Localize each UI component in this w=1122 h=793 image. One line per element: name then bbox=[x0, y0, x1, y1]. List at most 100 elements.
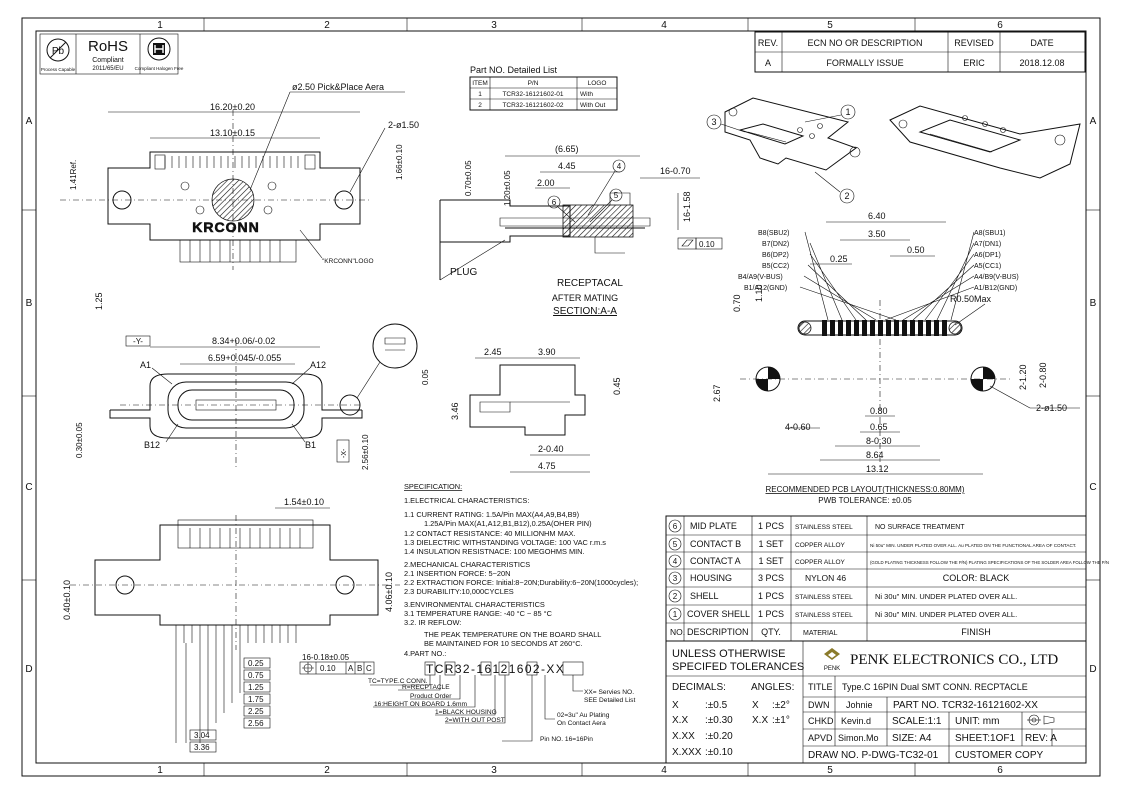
tol-ang-xx-label: X.X bbox=[752, 715, 768, 726]
dim-1-41: 1.41Ref. bbox=[69, 160, 78, 190]
iso-balloon-2: 2 bbox=[844, 191, 849, 201]
col-label-5-bottom: 5 bbox=[827, 765, 833, 776]
pcb-dim-2-1-20: 2-1.20 bbox=[1018, 364, 1028, 390]
bom-row6-material: STAINLESS STEEL bbox=[795, 524, 853, 531]
pcb-left-pin-1: B8(SBU2) bbox=[758, 230, 790, 237]
spec-line-7: 2.MECHANICAL CHARACTERISTICS bbox=[404, 560, 530, 569]
ladder-3-36: 3.36 bbox=[194, 743, 210, 752]
bottom-datum-c: C bbox=[366, 664, 372, 673]
pn-note-6: 2=WITH OUT POST bbox=[445, 717, 505, 724]
bom-header-finish: FINISH bbox=[961, 627, 991, 637]
col-label-2: 2 bbox=[324, 20, 330, 31]
bom-row2-material: STAINLESS STEEL bbox=[795, 594, 853, 601]
tol-xxx-label: X.XX bbox=[672, 731, 695, 742]
tb-draw-no: DRAW NO. P-DWG-TC32-01 bbox=[808, 750, 939, 761]
pl-row2-item: 2 bbox=[478, 102, 482, 109]
spec-line-3: 1.25A/Pin MAX(A1,A12,B1,B12),0.25A(OHER … bbox=[424, 519, 592, 528]
dim-13-10: 13.10±0.15 bbox=[210, 128, 255, 138]
part-list-title: Part NO. Detailed List bbox=[470, 65, 558, 75]
pin-b12: B12 bbox=[144, 440, 160, 450]
bottom-view: 1.54±0.10 0.40±0.10 4.06±0.10 16-0.18±0.… bbox=[62, 497, 400, 753]
bom-row5-no: 5 bbox=[673, 540, 678, 549]
ladder-2-25: 2.25 bbox=[248, 707, 264, 716]
rohs-compliant: Compliant bbox=[92, 57, 124, 64]
rev-header-revised: REVISED bbox=[954, 38, 994, 48]
bom-row4-desc: CONTACT A bbox=[690, 556, 741, 566]
bom-row6-no: 6 bbox=[673, 522, 678, 531]
pcb-dim-0-70: 0.70 bbox=[732, 294, 742, 312]
pcb-radius: R0.50Max bbox=[950, 294, 992, 304]
rev-row-revised: ERIC bbox=[963, 58, 985, 68]
pl-row2-logo: With Out bbox=[580, 102, 605, 109]
tb-sheet: SHEET:1OF1 bbox=[955, 733, 1015, 744]
bom-row1-qty: 1 PCS bbox=[758, 609, 784, 619]
spec-line-15: BE MAINTAINED FOR 10 SECONDS AT 260°C. bbox=[424, 639, 583, 648]
rev-row-rev: A bbox=[765, 58, 771, 68]
compliance-badges: Pb Process Capable RoHS Compliant 2011/6… bbox=[39, 33, 184, 75]
pl-header-pn: P/N bbox=[528, 80, 539, 87]
pl-row1-logo: With bbox=[580, 91, 593, 98]
tol-x-value: :±0.5 bbox=[705, 700, 728, 711]
tb-part-no: PART NO. TCR32-16121602-XX bbox=[893, 700, 1038, 711]
ladder-2-56: 2.56 bbox=[248, 719, 264, 728]
pl-row2-pn: TCR32-16121602-02 bbox=[502, 102, 563, 109]
pn-note-10: XX= Servies NO. bbox=[584, 689, 634, 696]
receptacal-label: RECEPTACAL bbox=[557, 278, 623, 289]
spec-line-13: 3.2. IR REFLOW: bbox=[404, 618, 461, 627]
pcb-dim-3-50: 3.50 bbox=[868, 229, 886, 239]
bom-row4-material: COPPER ALLOY bbox=[795, 559, 846, 566]
bom-row6-qty: 1 PCS bbox=[758, 521, 784, 531]
balloon-6: 6 bbox=[552, 198, 557, 207]
pl-header-item: ITEM bbox=[472, 80, 488, 87]
bom-row4-finish: (GOLD PLATING THICKNESS FOLLOW THE P/N) … bbox=[870, 560, 1109, 565]
bom-row4-no: 4 bbox=[673, 557, 678, 566]
spec-line-6: 1.4 INSULATION RESISTNACE: 100 MEGOHMS M… bbox=[404, 547, 585, 556]
rev-header-rev: REV. bbox=[758, 38, 778, 48]
col-label-1-bottom: 1 bbox=[157, 765, 163, 776]
tb-dwn: Johnie bbox=[846, 700, 873, 710]
pn-note-5: 1=BLACK HOUSING bbox=[435, 709, 497, 716]
rohs-year: 2011/65/EU bbox=[92, 66, 123, 72]
dim-3-46: 3.46 bbox=[450, 402, 460, 420]
rev-header-date: DATE bbox=[1030, 38, 1053, 48]
row-label-b: B bbox=[26, 298, 33, 309]
pcb-right-pin-3: A6(DP1) bbox=[974, 252, 1001, 259]
pb-caption: Process Capable bbox=[41, 67, 76, 72]
tb-chkd: Kevin.d bbox=[841, 716, 871, 726]
pn-note-1: TC=TYPE.C CONN. bbox=[368, 678, 428, 685]
dim-2-56: 2.56±0.10 bbox=[361, 434, 370, 470]
spec-line-1: 1.ELECTRICAL CHARACTERISTICS: bbox=[404, 496, 529, 505]
pcb-right-pin-2: A7(DN1) bbox=[974, 241, 1001, 248]
pn-note-7: Pin NO. 16=16Pin bbox=[540, 736, 593, 743]
col-label-4-bottom: 4 bbox=[661, 765, 667, 776]
revision-table: REV. ECN NO OR DESCRIPTION REVISED DATE … bbox=[754, 31, 1086, 73]
spec-line-16: 4.PART NO.: bbox=[404, 649, 446, 658]
bom-row3-finish: COLOR: BLACK bbox=[943, 573, 1010, 583]
tb-title-label: TITLE bbox=[808, 682, 833, 692]
dim-4-45: 4.45 bbox=[558, 161, 576, 171]
tb-scale: SCALE:1:1 bbox=[892, 716, 942, 727]
tb-customer-copy: CUSTOMER COPY bbox=[955, 750, 1043, 761]
pn-note-4: 16:HEIGHT ON BOARD 1.6mm bbox=[374, 701, 467, 708]
bom-row3-no: 3 bbox=[673, 574, 678, 583]
bom-header-material: MATERIAL bbox=[803, 630, 838, 637]
company-name: PENK ELECTRONICS CO., LTD bbox=[850, 652, 1058, 668]
spec-line-11: 3.ENVIRONMENTAL CHARACTERISTICS bbox=[404, 600, 545, 609]
dim-2-45: 2.45 bbox=[484, 347, 502, 357]
sheet-frame: 1 2 3 4 5 6 1 2 3 4 5 6 A B C D A B C D bbox=[21, 17, 1101, 777]
spec-line-5: 1.3 DIELECTRIC WITHSTANDING VOLTAGE: 100… bbox=[404, 538, 606, 547]
rohs-title: RoHS bbox=[88, 38, 128, 55]
pcb-right-pin-6: A1/B12(GND) bbox=[974, 285, 1017, 292]
row-label-d: D bbox=[25, 664, 32, 675]
dim-pick-place: ø2.50 Pick&Place Aera bbox=[292, 82, 384, 92]
pcb-dim-0-25: 0.25 bbox=[830, 254, 848, 264]
bom-row3-desc: HOUSING bbox=[690, 573, 732, 583]
bom-row1-desc: COVER SHELL bbox=[687, 609, 750, 619]
ladder-0-75: 0.75 bbox=[248, 671, 264, 680]
pcb-dim-8-64: 8.64 bbox=[866, 450, 884, 460]
pn-note-2: R=RECPTACLE bbox=[402, 684, 450, 691]
spec-line-12: 3.1 TEMPERATURE RANGE: -40 °C ~ 85 °C bbox=[404, 609, 553, 618]
spec-line-8: 2.1 INSERTION FORCE: 5~20N bbox=[404, 569, 510, 578]
penk-logo-icon bbox=[824, 648, 840, 660]
